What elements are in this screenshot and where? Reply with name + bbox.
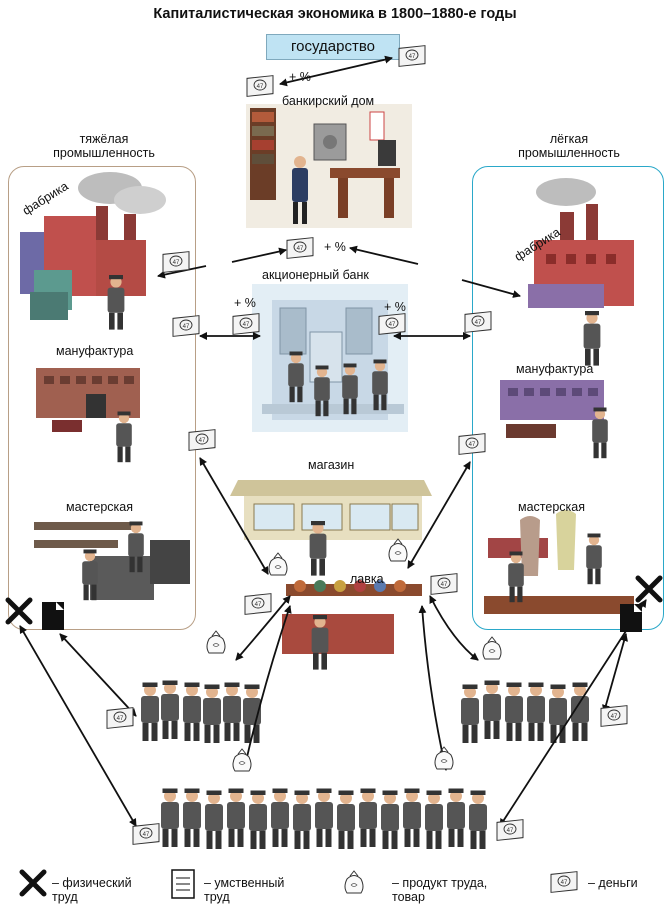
document-icon-right xyxy=(620,604,642,632)
heavy-workshop-illustration xyxy=(34,521,190,601)
heavy-manufactory-illustration xyxy=(36,368,140,463)
shop-label: лавка xyxy=(350,572,384,586)
wrench-icon-left xyxy=(5,597,33,625)
plus-percent-top: + % xyxy=(289,70,311,84)
legend-physical-labor: – физический труд xyxy=(52,876,132,904)
worker-group-bottom xyxy=(161,788,487,849)
legend-product: – продукт труда, товар xyxy=(392,876,488,904)
legend-money-icon xyxy=(550,871,578,893)
legend-bag-icon xyxy=(344,870,364,894)
light-factory-illustration xyxy=(528,178,634,366)
light-workshop-illustration xyxy=(484,510,634,614)
legend-document-icon xyxy=(171,869,195,899)
wrench-icon-right xyxy=(635,575,663,603)
worker-group-left xyxy=(141,680,261,743)
bank-house-label: банкирский дом xyxy=(282,94,375,108)
light-industry-label: лёгкая промышленность xyxy=(518,132,620,160)
joint-stock-bank-label: акционерный банк xyxy=(262,268,369,282)
worker-group-right xyxy=(461,680,589,743)
heavy-factory-illustration xyxy=(20,172,166,330)
heavy-manufactory-label: мануфактура xyxy=(56,344,134,358)
heavy-workshop-label: мастерская xyxy=(66,500,133,514)
light-manufactory-label: мануфактура xyxy=(516,362,594,376)
joint-stock-bank-illustration xyxy=(252,284,408,432)
plus-percent-left: + % xyxy=(234,296,256,310)
plus-percent-right: + % xyxy=(384,300,406,314)
light-manufactory-illustration xyxy=(500,380,608,459)
legend-wrench-icon xyxy=(19,869,47,897)
store-label: магазин xyxy=(308,458,355,472)
light-workshop-label: мастерская xyxy=(518,500,585,514)
plus-percent-bank-house: + % xyxy=(324,240,346,254)
shop-illustration xyxy=(282,580,422,670)
bank-house-illustration xyxy=(246,104,412,228)
diagram-title: Капиталистическая экономика в 1800–1880-… xyxy=(153,6,517,22)
legend-money: – деньги xyxy=(588,876,638,890)
heavy-industry-label: тяжёлая промышленность xyxy=(53,132,155,160)
document-icon-left xyxy=(42,602,64,630)
legend-mental-labor: – умственный труд xyxy=(204,876,285,904)
